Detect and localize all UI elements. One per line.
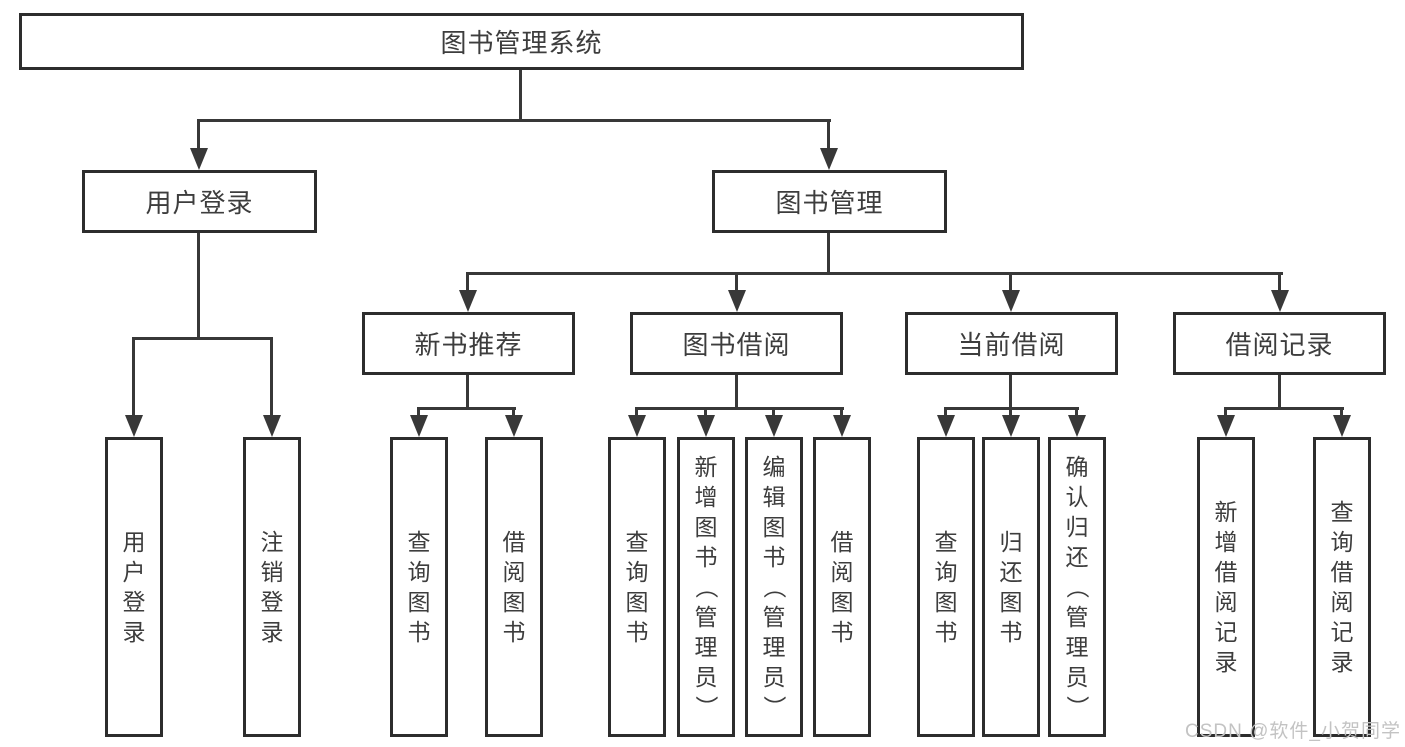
node-borrowing-records-label: 借阅记录: [1225, 330, 1334, 360]
connector-line: [197, 233, 200, 337]
arrowhead-icon: [1333, 415, 1351, 437]
node-book-borrowing: 图书借阅: [630, 312, 843, 375]
connector-line: [1224, 407, 1227, 417]
connector-line: [735, 375, 738, 407]
connector-line: [197, 119, 831, 122]
leaf-query-books-3-label: 查询图书: [934, 529, 958, 645]
connector-line: [132, 337, 273, 340]
node-current-borrowing: 当前借阅: [905, 312, 1118, 375]
leaf-query-books-1: 查询图书: [390, 437, 448, 737]
leaf-borrow-books-1-label: 借阅图书: [502, 529, 526, 645]
connector-line: [417, 407, 516, 410]
arrowhead-icon: [263, 415, 281, 437]
leaf-add-books-admin: 新增图书（管理员）: [677, 437, 735, 737]
node-library-system-label: 图书管理系统: [440, 28, 603, 58]
arrowhead-icon: [505, 415, 523, 437]
leaf-return-books-label: 归还图书: [999, 529, 1023, 645]
connector-line: [1075, 407, 1078, 417]
leaf-borrow-books-2: 借阅图书: [813, 437, 871, 737]
leaf-user-login-label: 用户登录: [122, 529, 146, 645]
csdn-watermark: CSDN @软件_小贺同学: [1185, 721, 1401, 742]
node-library-system: 图书管理系统: [19, 13, 1024, 70]
connector-line: [270, 337, 273, 417]
node-current-borrowing-label: 当前借阅: [957, 330, 1066, 360]
leaf-query-books-3: 查询图书: [917, 437, 975, 737]
connector-line: [417, 407, 420, 417]
arrowhead-icon: [697, 415, 715, 437]
arrowhead-icon: [833, 415, 851, 437]
arrowhead-icon: [459, 290, 477, 312]
leaf-query-books-2: 查询图书: [608, 437, 666, 737]
connector-line: [466, 272, 469, 292]
arrowhead-icon: [765, 415, 783, 437]
leaf-add-borrow-record: 新增借阅记录: [1197, 437, 1255, 737]
leaf-confirm-return-admin: 确认归还（管理员）: [1048, 437, 1106, 737]
leaf-borrow-books-2-label: 借阅图书: [830, 529, 854, 645]
arrowhead-icon: [937, 415, 955, 437]
connector-line: [827, 233, 830, 272]
node-book-borrowing-label: 图书借阅: [682, 330, 791, 360]
connector-line: [772, 407, 775, 417]
leaf-query-books-1-label: 查询图书: [407, 529, 431, 645]
arrowhead-icon: [820, 148, 838, 170]
connector-line: [840, 407, 843, 417]
connector-line: [735, 272, 738, 292]
arrowhead-icon: [1217, 415, 1235, 437]
connector-line: [1278, 272, 1281, 292]
connector-line: [519, 70, 522, 119]
arrowhead-icon: [190, 148, 208, 170]
connector-line: [1224, 407, 1344, 410]
leaf-edit-books-admin: 编辑图书（管理员）: [745, 437, 803, 737]
connector-line: [1009, 272, 1012, 292]
leaf-borrow-books-1: 借阅图书: [485, 437, 543, 737]
node-borrowing-records: 借阅记录: [1173, 312, 1386, 375]
connector-line: [1009, 375, 1012, 407]
arrowhead-icon: [125, 415, 143, 437]
node-book-management-label: 图书管理: [775, 188, 884, 218]
connector-line: [132, 337, 135, 417]
node-user-login-label: 用户登录: [145, 188, 254, 218]
arrowhead-icon: [628, 415, 646, 437]
connector-line: [466, 272, 1283, 275]
arrowhead-icon: [1002, 290, 1020, 312]
connector-line: [635, 407, 844, 410]
connector-line: [704, 407, 707, 417]
leaf-logout-label: 注销登录: [260, 529, 284, 645]
leaf-query-books-2-label: 查询图书: [625, 529, 649, 645]
connector-line: [1009, 407, 1012, 417]
node-new-book-recommend: 新书推荐: [362, 312, 575, 375]
leaf-logout: 注销登录: [243, 437, 301, 737]
connector-line: [1278, 375, 1281, 407]
leaf-confirm-return-admin-label: 确认归还（管理员）: [1064, 454, 1090, 719]
arrowhead-icon: [1068, 415, 1086, 437]
leaf-query-borrow-record: 查询借阅记录: [1313, 437, 1371, 737]
connector-line: [1340, 407, 1343, 417]
connector-line: [635, 407, 638, 417]
connector-line: [197, 119, 200, 150]
leaf-query-borrow-record-label: 查询借阅记录: [1330, 499, 1354, 675]
connector-line: [827, 119, 830, 150]
arrowhead-icon: [1002, 415, 1020, 437]
leaf-return-books: 归还图书: [982, 437, 1040, 737]
leaf-user-login: 用户登录: [105, 437, 163, 737]
connector-line: [944, 407, 947, 417]
leaf-add-books-admin-label: 新增图书（管理员）: [693, 454, 719, 719]
leaf-add-borrow-record-label: 新增借阅记录: [1214, 499, 1238, 675]
arrowhead-icon: [728, 290, 746, 312]
arrowhead-icon: [1271, 290, 1289, 312]
connector-line: [466, 375, 469, 407]
arrowhead-icon: [410, 415, 428, 437]
connector-line: [512, 407, 515, 417]
node-book-management: 图书管理: [712, 170, 947, 233]
leaf-edit-books-admin-label: 编辑图书（管理员）: [761, 454, 787, 719]
node-new-book-recommend-label: 新书推荐: [414, 330, 523, 360]
node-user-login: 用户登录: [82, 170, 317, 233]
